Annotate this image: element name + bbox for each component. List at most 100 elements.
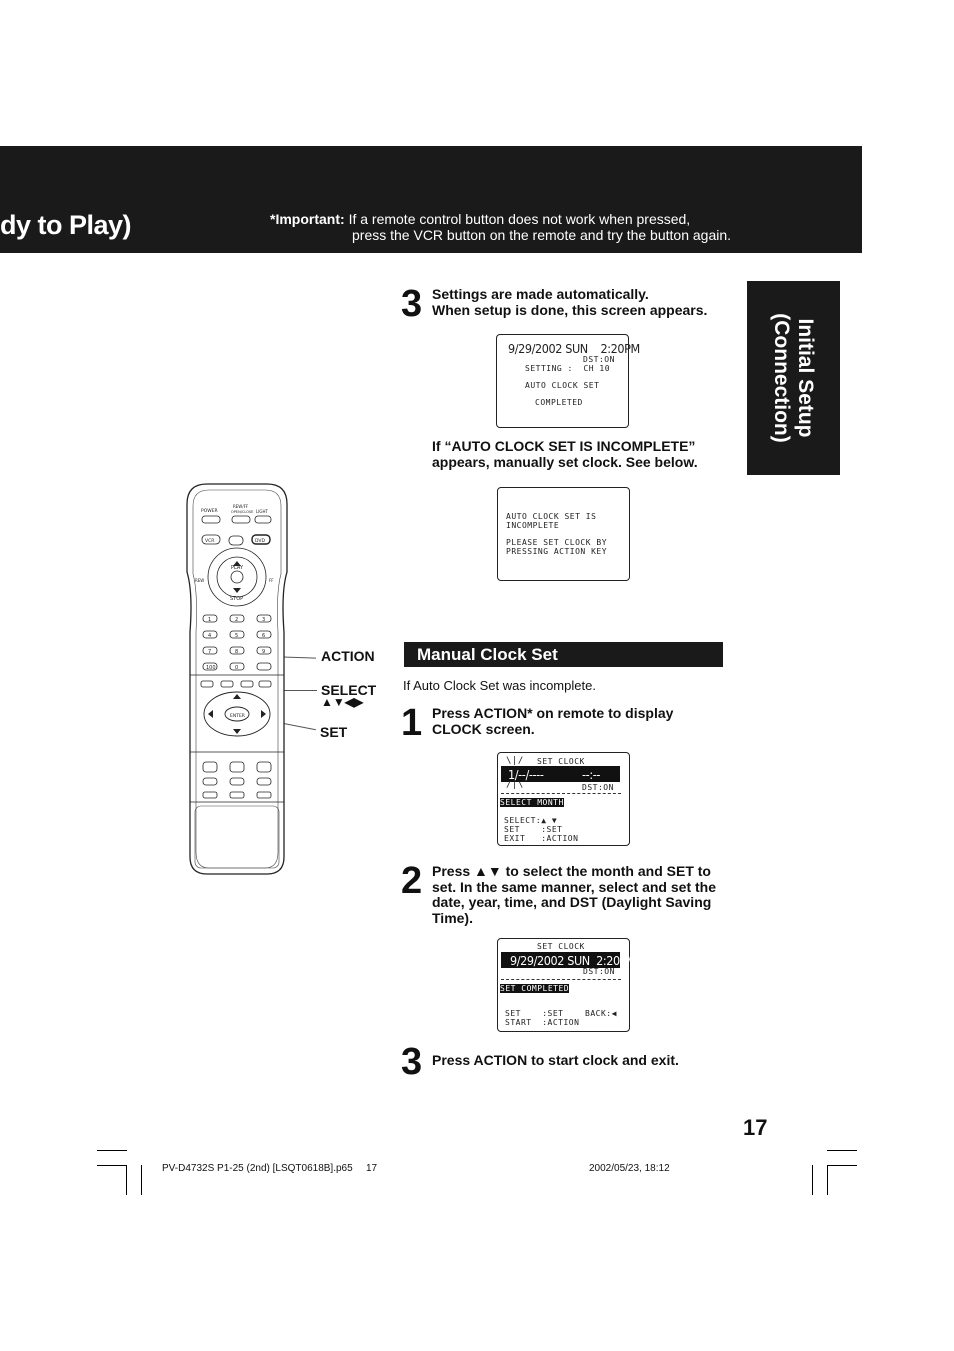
divider <box>501 793 621 794</box>
incomplete-note-line1: If “AUTO CLOCK SET IS INCOMPLETE” <box>432 438 696 454</box>
step3-text: Press ACTION to start clock and exit. <box>432 1052 679 1068</box>
screen-start: START :ACTION <box>505 1018 580 1027</box>
svg-text:100: 100 <box>206 665 216 671</box>
action-label: ACTION <box>321 648 375 664</box>
svg-text:3: 3 <box>262 617 265 623</box>
screen-set: SET :SET <box>505 1009 564 1018</box>
step1-line1: Press ACTION* on remote to display <box>432 705 674 721</box>
svg-text:LIGHT: LIGHT <box>256 509 269 514</box>
remote-control-drawing: POWER REW/FF OPEN/CLOSE LIGHT VCR DVD PL… <box>186 483 288 875</box>
important-line2: press the VCR button on the remote and t… <box>352 227 732 243</box>
section-heading: Manual Clock Set <box>404 642 723 667</box>
page-title: dy to Play) <box>0 210 132 240</box>
svg-text:REW: REW <box>195 578 204 583</box>
remote-control-illustration: POWER REW/FF OPEN/CLOSE LIGHT VCR DVD PL… <box>181 482 293 876</box>
screen-datetime: 9/29/2002 SUN 2:20PM <box>508 341 640 356</box>
crop-mark <box>97 1165 127 1166</box>
svg-text:POWER: POWER <box>201 508 218 514</box>
svg-text:STOP: STOP <box>230 596 243 602</box>
crop-mark <box>812 1165 813 1195</box>
screen-completed: COMPLETED <box>535 398 583 407</box>
step-text: Press ACTION* on remote to display CLOCK… <box>432 705 674 737</box>
set-label: SET <box>320 724 348 740</box>
step2-line3: date, year, time, and DST (Daylight Savi… <box>432 894 712 910</box>
screen-setting: SETTING : CH 10 <box>525 364 611 373</box>
svg-text:ENTER: ENTER <box>230 713 245 719</box>
footer-date: 2002/05/23, 18:12 <box>589 1163 670 1174</box>
divider <box>501 979 621 980</box>
screen-back: BACK:◀ <box>585 1009 617 1018</box>
screen-select: SELECT:▲ ▼ <box>504 816 558 825</box>
important-label: *Important: <box>270 211 345 227</box>
screen-exit: EXIT :ACTION <box>504 834 579 843</box>
screen-line2: INCOMPLETE <box>506 521 560 530</box>
svg-text:OPEN/CLOSE: OPEN/CLOSE <box>231 510 253 514</box>
footer-page: 17 <box>366 1163 378 1174</box>
svg-text:FF: FF <box>269 578 274 583</box>
crop-mark <box>827 1165 857 1166</box>
svg-text:DVD: DVD <box>255 538 265 544</box>
footer-file: PV-D4732S P1-25 (2nd) [LSQT0618B].p65 <box>162 1163 353 1174</box>
date-highlight <box>501 766 620 782</box>
tv-screen-incomplete: AUTO CLOCK SET IS INCOMPLETE PLEASE SET … <box>497 487 630 581</box>
svg-text:PLAY: PLAY <box>231 565 244 571</box>
step2-line1: Press ▲▼ to select the month and SET to <box>432 863 711 879</box>
important-line1: If a remote control button does not work… <box>348 211 691 227</box>
crop-mark <box>827 1165 828 1195</box>
crop-mark <box>827 1150 857 1151</box>
screen-title: SET CLOCK <box>537 757 585 766</box>
svg-text:VCR: VCR <box>205 538 214 544</box>
crop-mark <box>97 1150 127 1151</box>
tv-screen-completed: 9/29/2002 SUN 2:20PM DST:ON SETTING : CH… <box>496 334 640 428</box>
svg-text:1: 1 <box>208 617 211 623</box>
side-tab-line2: (Connection) <box>770 313 794 443</box>
step-text: Settings are made automatically. When se… <box>432 286 708 318</box>
svg-text:9: 9 <box>262 649 265 655</box>
step2-line4: Time). <box>432 909 473 926</box>
tv-screen-set-clock: \|/ SET CLOCK 1/--/---- --:-- /|\ DST:ON… <box>497 752 630 846</box>
step-text-line1: Settings are made automatically. <box>432 286 649 302</box>
svg-text:6: 6 <box>262 633 265 639</box>
screen-auto-clock-set: AUTO CLOCK SET <box>525 381 600 390</box>
step-text-line2: When setup is done, this screen appears. <box>432 301 708 318</box>
screen-datetime: 9/29/2002 SUN 2:20PM <box>510 953 636 968</box>
screen-dst: DST:ON <box>583 967 615 976</box>
blink-icon: \|/ <box>506 756 524 766</box>
step2-line2: set. In the same manner, select and set … <box>432 878 716 895</box>
header-bar <box>0 146 862 253</box>
select-arrows: ▲▼◀▶ <box>321 695 364 709</box>
incomplete-note: If “AUTO CLOCK SET IS INCOMPLETE” appear… <box>432 438 698 470</box>
select-label: SELECT <box>321 682 377 698</box>
tv-screen-set-completed: SET CLOCK 9/29/2002 SUN 2:20PM DST:ON SE… <box>497 938 636 1032</box>
section-intro: If Auto Clock Set was incomplete. <box>403 678 596 693</box>
screen-mode: SELECT MONTH <box>500 798 564 807</box>
screen-date-field: 1/--/---- <box>508 767 544 782</box>
svg-text:0: 0 <box>235 665 238 671</box>
svg-text:2: 2 <box>235 617 238 623</box>
screen-line1: AUTO CLOCK SET IS <box>506 512 597 521</box>
blink-icon: /|\ <box>506 780 524 790</box>
page-number: 17 <box>743 1115 768 1140</box>
screen-dst: DST:ON <box>583 355 615 364</box>
screen-set: SET :SET <box>504 825 563 834</box>
screen-line4: PRESSING ACTION KEY <box>506 547 608 556</box>
step-number: 2 <box>401 860 423 902</box>
svg-text:7: 7 <box>208 649 211 655</box>
crop-mark <box>141 1165 142 1195</box>
important-note: *Important: If a remote control button d… <box>270 211 731 243</box>
svg-text:REW/FF: REW/FF <box>233 504 249 509</box>
screen-title: SET CLOCK <box>537 942 585 951</box>
screen-line3: PLEASE SET CLOCK BY <box>506 538 608 547</box>
svg-text:5: 5 <box>235 633 238 639</box>
incomplete-note-line2: appears, manually set clock. See below. <box>432 453 698 470</box>
datetime-highlight <box>501 952 620 968</box>
svg-text:8: 8 <box>235 649 238 655</box>
step-number: 3 <box>401 1041 423 1083</box>
screen-time-field: --:-- <box>582 767 601 782</box>
screen-mode: SET COMPLETED <box>500 984 570 993</box>
crop-mark <box>126 1165 127 1195</box>
section-side-tab: Initial Setup (Connection) <box>747 281 840 475</box>
step-text: Press ▲▼ to select the month and SET to … <box>432 863 716 926</box>
screen-dst: DST:ON <box>582 783 614 792</box>
leader-line <box>272 690 317 691</box>
